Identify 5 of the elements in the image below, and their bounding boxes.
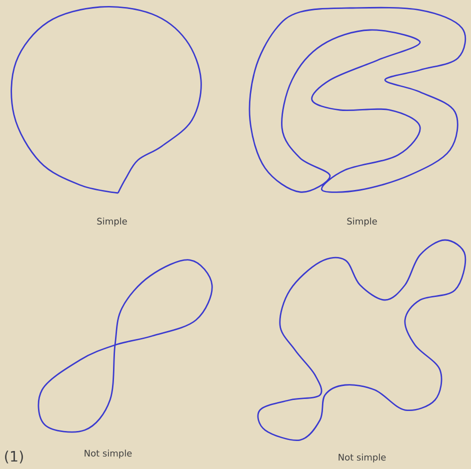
curve-label: Simple	[97, 218, 127, 226]
curve-label: Not simple	[338, 454, 386, 462]
figure-number: (1)	[5, 450, 23, 464]
curve-label: Not simple	[84, 450, 132, 458]
curve-label: Simple	[347, 218, 377, 226]
